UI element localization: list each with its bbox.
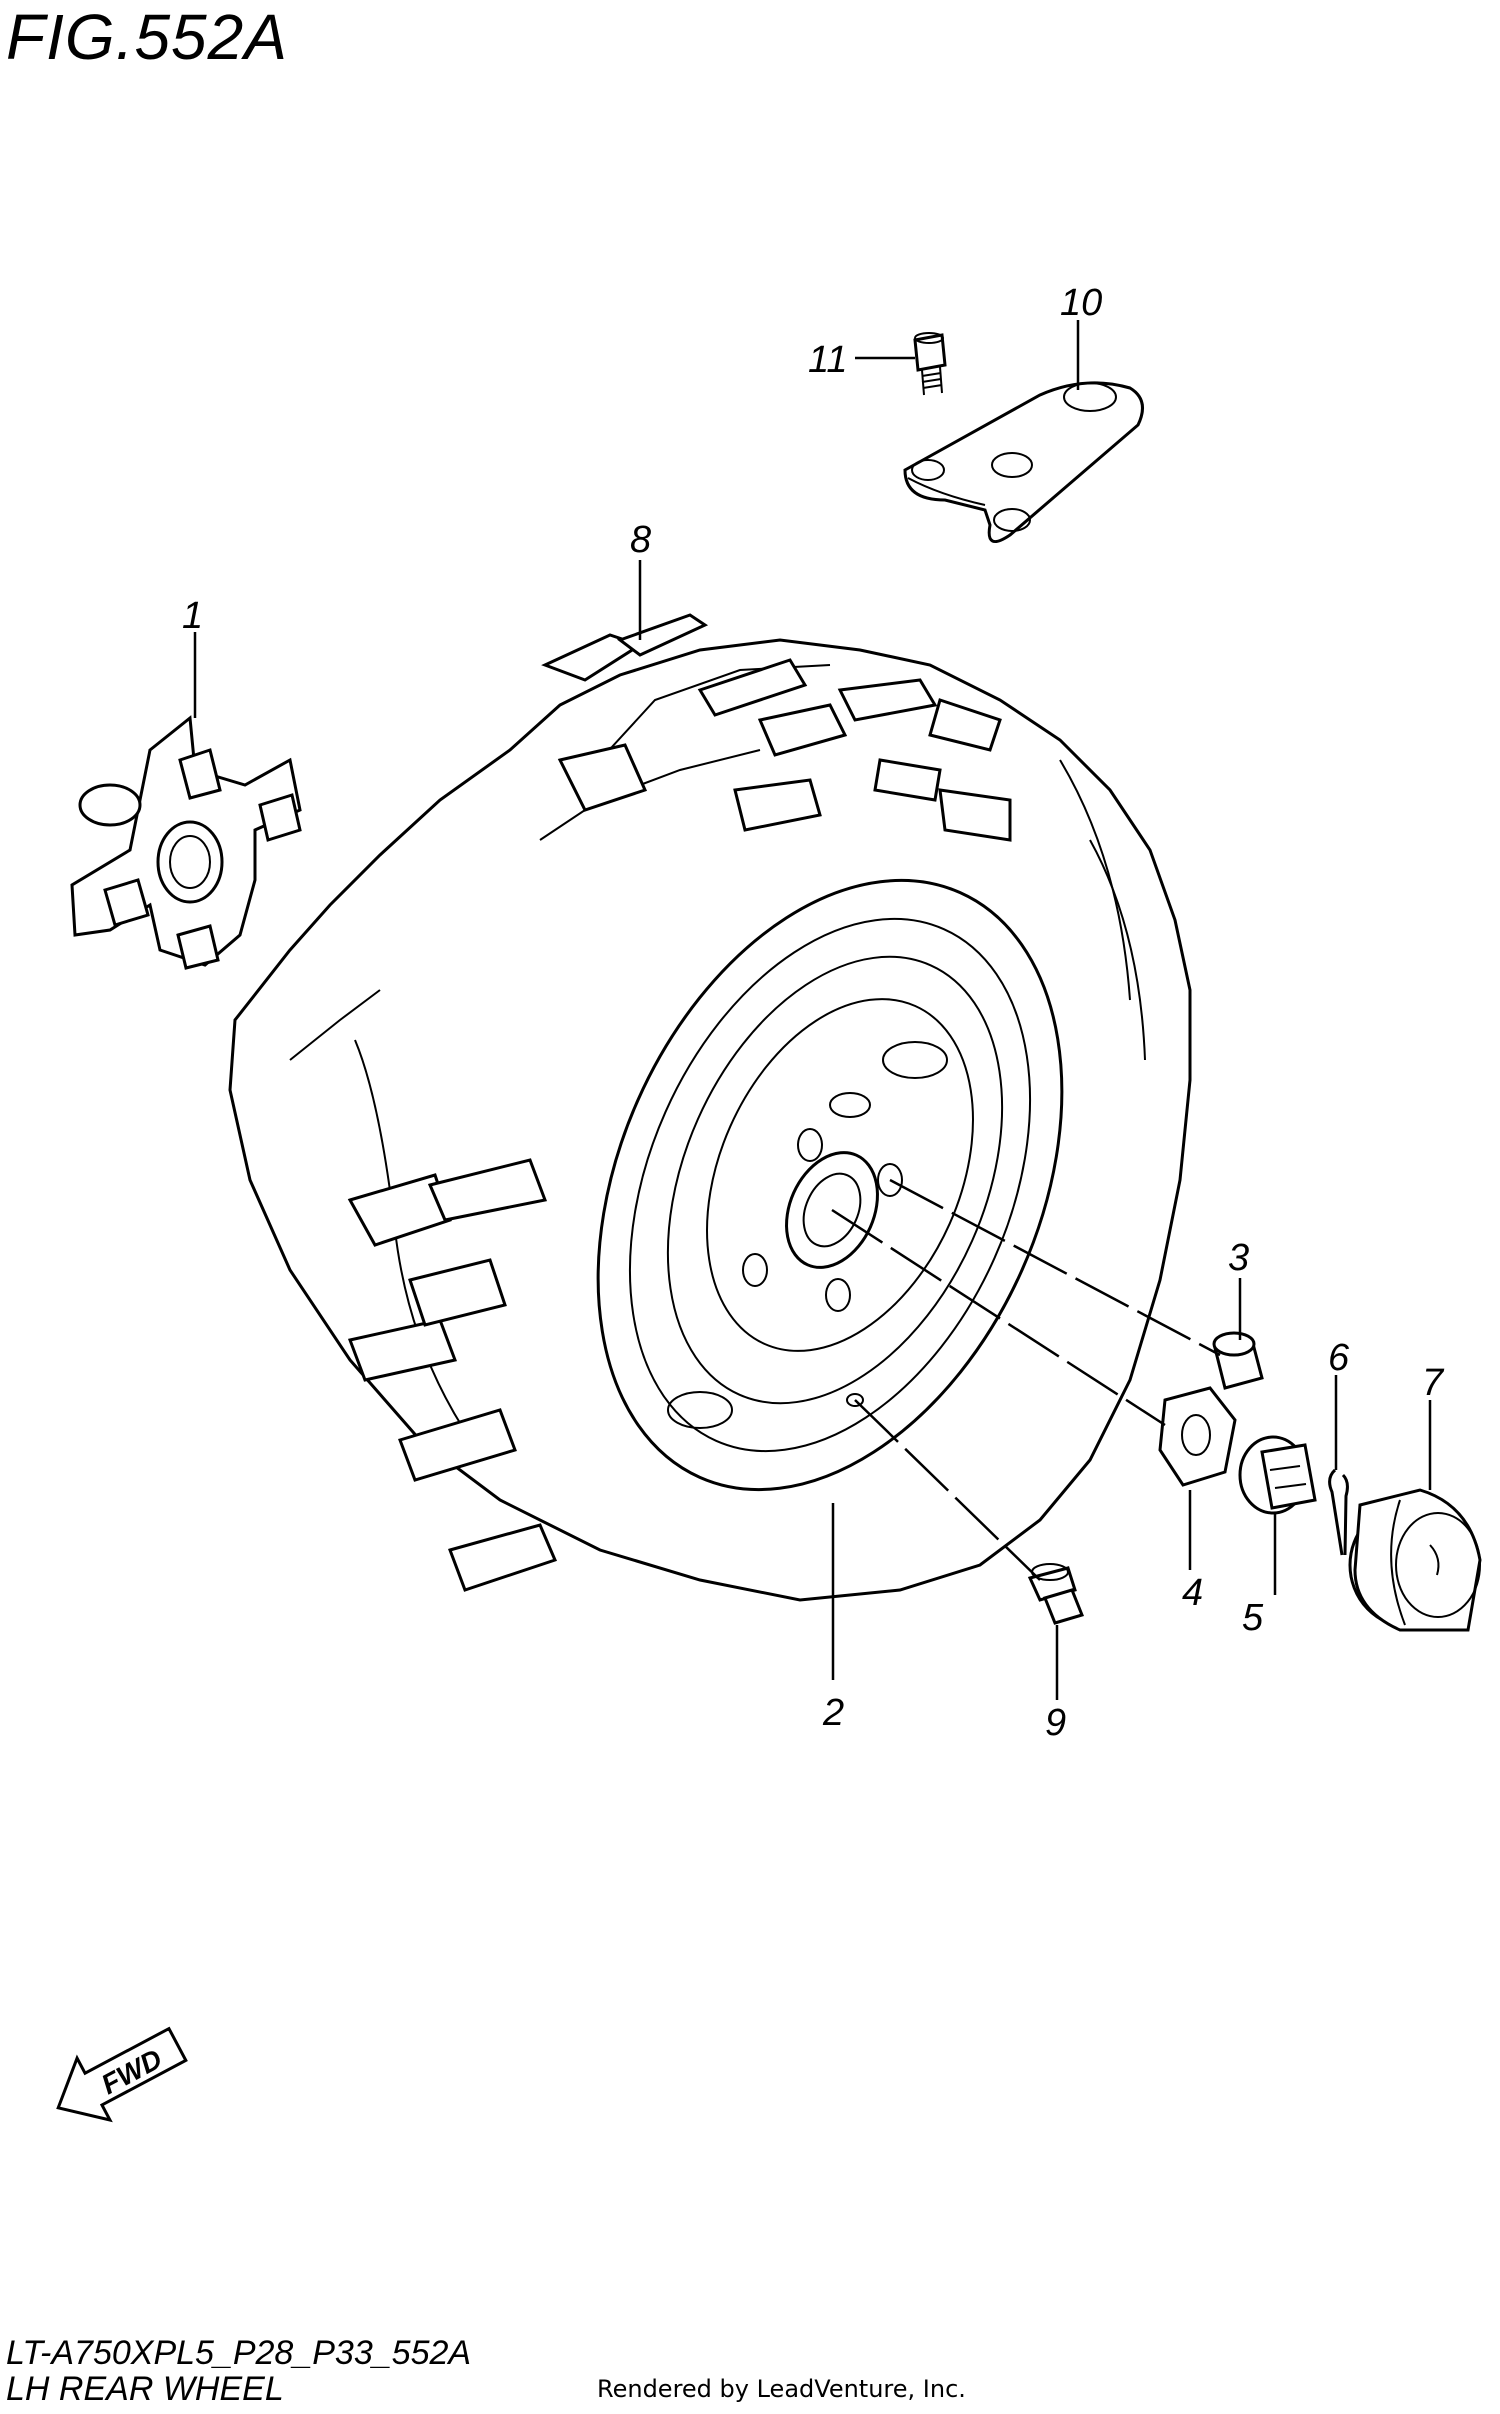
rendered-by-credit: Rendered by LeadVenture, Inc. <box>597 2375 966 2403</box>
castle-nut-drawing[interactable] <box>1238 1435 1317 1515</box>
fwd-arrow: FWD <box>56 2026 188 2123</box>
cotter-pin-drawing[interactable] <box>1328 1468 1349 1556</box>
valve-drawing[interactable] <box>1027 1563 1085 1625</box>
wheel-rim-drawing[interactable] <box>508 807 1152 1562</box>
callout-5: 5 <box>1242 1597 1264 1639</box>
callout-2: 2 <box>822 1692 844 1734</box>
callout-8: 8 <box>630 519 651 561</box>
leader-lines <box>193 320 1432 1700</box>
callout-3: 3 <box>1228 1237 1249 1279</box>
section-name: LH REAR WHEEL <box>6 2370 284 2408</box>
model-code: LT-A750XPL5_P28_P33_552A <box>6 2334 472 2372</box>
callout-6: 6 <box>1328 1337 1350 1379</box>
callout-7: 7 <box>1422 1362 1445 1404</box>
wheel-nut-drawing[interactable] <box>1212 1331 1264 1390</box>
callout-10: 10 <box>1060 282 1102 324</box>
callout-11: 11 <box>808 339 847 381</box>
bolt-drawing[interactable] <box>913 332 947 396</box>
hub-cap-drawing[interactable] <box>1348 1488 1482 1632</box>
figure-title: FIG.552A <box>6 1 288 73</box>
callout-labels: 1 2 3 4 5 6 7 8 9 10 11 <box>182 282 1445 1744</box>
hub-drawing[interactable] <box>70 715 302 970</box>
callout-4: 4 <box>1182 1572 1203 1614</box>
callout-9: 9 <box>1045 1702 1066 1744</box>
callout-1: 1 <box>182 595 203 637</box>
bracket-drawing[interactable] <box>903 381 1144 544</box>
washer-drawing[interactable] <box>1158 1386 1237 1487</box>
